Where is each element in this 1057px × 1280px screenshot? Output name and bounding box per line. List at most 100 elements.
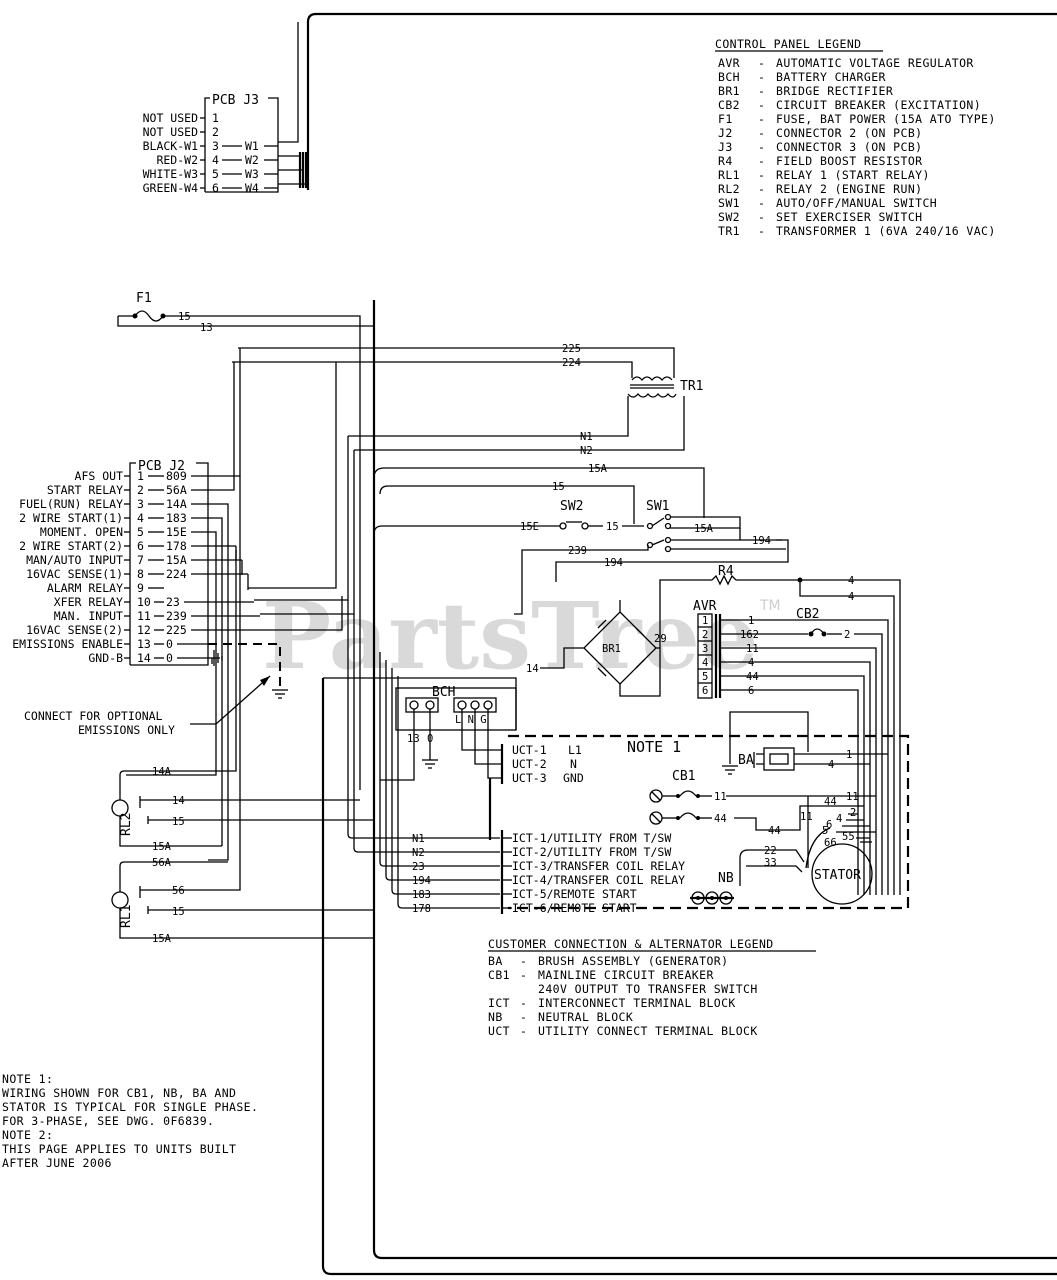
ict-terminal-label: ICT-1/UTILITY FROM T/SW (512, 831, 671, 845)
note-line: THIS PAGE APPLIES TO UNITS BUILT (2, 1142, 236, 1156)
stator-wire-6: 6 (826, 819, 832, 831)
panel-border (306, 12, 1057, 1276)
tr1-label: TR1 (680, 379, 703, 394)
stator-wire-11: 11 (846, 791, 859, 803)
customer-legend-dash: - (520, 1010, 527, 1024)
customer-legend-dash: - (520, 1024, 527, 1038)
customer-legend-title: CUSTOMER CONNECTION & ALTERNATOR LEGEND (488, 937, 774, 951)
j3-pin-number: 4 (212, 153, 219, 167)
rl1-wire-56a: 56A (152, 857, 172, 869)
avr-pin-number: 6 (702, 685, 708, 697)
stator-wire-44: 44 (824, 796, 837, 808)
j3-pin-label: RED-W2 (156, 153, 198, 167)
bch: BCH L N G 13 0 (380, 685, 517, 781)
wire-15a-label: 15A (588, 463, 608, 475)
avr-pin-number: 1 (702, 615, 708, 627)
j2-wire-label: 183 (166, 511, 187, 525)
r4-br1-section: R4 4 4 BR1 14 29 (526, 564, 901, 895)
j2-wire-label: 15E (166, 525, 187, 539)
j2-wire-label: 0 (166, 637, 173, 651)
ict-terminal-label: ICT-4/TRANSFER COIL RELAY (512, 873, 685, 887)
ba-brush-assembly: BA 1 4 (722, 711, 888, 775)
j3-wire-label: W2 (245, 153, 259, 167)
note-line: NOTE 1: (2, 1072, 53, 1086)
j3-pin-number: 3 (212, 139, 219, 153)
wire-15-label: 15 (178, 311, 191, 323)
wire-15-sw2-label: 15 (606, 521, 619, 533)
watermark-tm: TM (759, 598, 781, 614)
j2-pin-number: 11 (137, 609, 151, 623)
nb-neutral-block: NB (690, 858, 741, 905)
rl1-wire-15a: 15A (152, 933, 172, 945)
control-legend-desc: BRIDGE RECTIFIER (776, 84, 893, 98)
stator-wire-4: 4 (836, 813, 842, 825)
j2-wire-label: 23 (166, 595, 180, 609)
j2-pin-label: XFER RELAY (54, 595, 123, 609)
wire-14-br1-label: 14 (526, 663, 539, 675)
customer-connection-legend: CUSTOMER CONNECTION & ALTERNATOR LEGEND … (488, 937, 816, 1038)
j2-pin-label: MAN/AUTO INPUT (26, 553, 123, 567)
control-legend-code: F1 (718, 112, 733, 126)
wire-225-label: 225 (562, 343, 581, 355)
j2-wire-label: 225 (166, 623, 187, 637)
customer-legend-code: BA (488, 954, 503, 968)
customer-legend-rows: BA-BRUSH ASSEMBLY (GENERATOR)CB1-MAINLIN… (488, 954, 757, 1038)
control-legend-desc: SET EXERCISER SWITCH (776, 210, 922, 224)
j2-pin-label: 16VAC SENSE(2) (26, 623, 123, 637)
customer-legend-dash: - (520, 954, 527, 968)
cb1-breaker: CB1 11 11 44 44 44 11 (649, 769, 876, 868)
note-line: WIRING SHOWN FOR CB1, NB, BA AND (2, 1086, 236, 1100)
control-legend-dash: - (758, 70, 765, 84)
j2-pin-number: 14 (137, 651, 151, 665)
cb2-label: CB2 (796, 607, 819, 622)
j2-wire-label: 809 (166, 469, 187, 483)
cb2-wire-2: 2 (844, 629, 850, 641)
avr-label: AVR (693, 599, 717, 614)
avr-pin-number: 3 (702, 643, 708, 655)
bch-wire-13: 13 (407, 733, 420, 745)
control-legend-dash: - (758, 112, 765, 126)
note-line: STATOR IS TYPICAL FOR SINGLE PHASE. (2, 1100, 258, 1114)
avr-wire-11: 11 (746, 643, 759, 655)
wire-4b-label: 4 (848, 591, 854, 603)
control-legend-code: SW2 (718, 210, 740, 224)
j2-pin-number: 5 (137, 525, 144, 539)
ba-wire-1: 1 (846, 749, 852, 761)
j3-wire-label: W4 (245, 181, 259, 195)
j2-wire-label: 224 (166, 567, 187, 581)
j3-pin-number: 6 (212, 181, 219, 195)
stator-wire-55: 55 (842, 831, 855, 843)
customer-legend-desc: INTERCONNECT TERMINAL BLOCK (538, 996, 736, 1010)
note1-box-label: NOTE 1 (627, 738, 681, 756)
customer-legend-desc: NEUTRAL BLOCK (538, 1010, 633, 1024)
control-legend-dash: - (758, 210, 765, 224)
stator-label: STATOR (814, 868, 861, 883)
wire-13-label: 13 (200, 322, 213, 334)
j2-pin-label: GND-B (88, 651, 123, 665)
stator-wire-44b: 44 (768, 825, 781, 837)
bch-lng-label: L N G (455, 714, 487, 726)
avr-wire-162: 162 (740, 629, 759, 641)
tr1-transformer: 225 224 TR1 N1 N2 (232, 343, 703, 457)
uct-block: UCT-1 L1 UCT-2 N UCT-3 GND (488, 743, 584, 840)
emissions-note: CONNECT FOR OPTIONAL EMISSIONS ONLY (24, 675, 271, 737)
j2-pin-number: 2 (137, 483, 144, 497)
control-legend-dash: - (758, 154, 765, 168)
j2-pin-label: 2 WIRE START(2) (19, 539, 123, 553)
control-legend-code: RL2 (718, 182, 740, 196)
wire-n2-label: N2 (580, 445, 593, 457)
j2-pin-number: 12 (137, 623, 151, 637)
f1-fuse: F1 15 13 (117, 291, 374, 790)
control-legend-desc: AUTO/OFF/MANUAL SWITCH (776, 196, 937, 210)
j3-wire-label: W3 (245, 167, 259, 181)
note1-box: NOTE 1 (508, 734, 910, 910)
control-legend-dash: - (758, 140, 765, 154)
note-line: FOR 3-PHASE, SEE DWG. 0F6839. (2, 1114, 214, 1128)
ba-label: BA (738, 753, 754, 768)
cb1-label: CB1 (672, 769, 695, 784)
cb1-wire-44: 44 (714, 813, 727, 825)
